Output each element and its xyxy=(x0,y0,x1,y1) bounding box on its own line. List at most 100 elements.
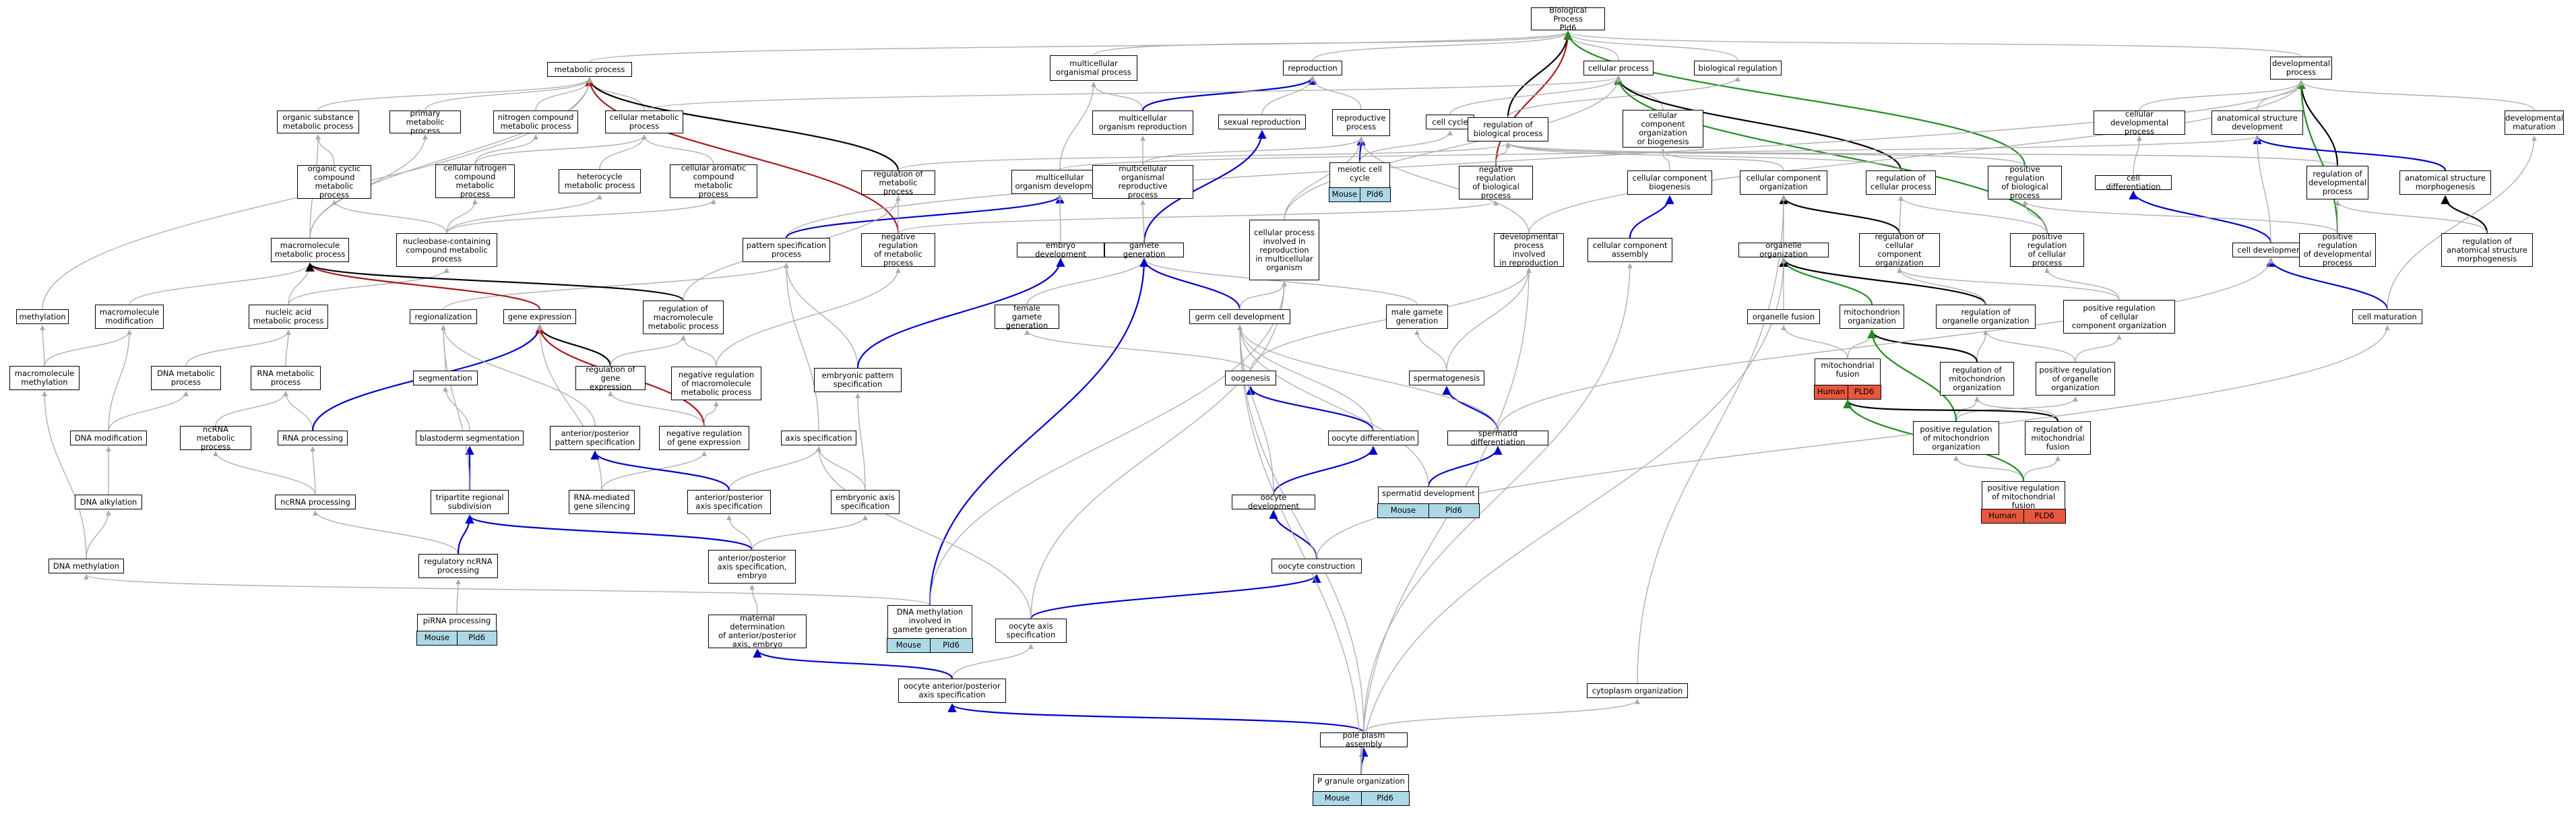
node-rna-processing[interactable]: RNA processing xyxy=(278,431,348,445)
node-germ-cell-dev[interactable]: germ cell development xyxy=(1189,309,1290,324)
node-cell-cycle[interactable]: cell cycle xyxy=(1426,115,1474,129)
node-methylation[interactable]: methylation xyxy=(16,309,69,324)
node-gamete-gen[interactable]: gamete generation xyxy=(1104,241,1184,259)
node-oogenesis[interactable]: oogenesis xyxy=(1225,371,1276,385)
node-reproduction[interactable]: reproduction xyxy=(1283,61,1342,75)
node-pole-plasm[interactable]: pole plasm assembly xyxy=(1320,731,1408,749)
node-sexual-repro[interactable]: sexual reproduction xyxy=(1218,115,1306,129)
node-dna-alkylation[interactable]: DNA alkylation xyxy=(75,495,142,509)
node-spermatogenesis[interactable]: spermatogenesis xyxy=(1409,371,1484,385)
node-gene-expr[interactable]: gene expression xyxy=(503,309,576,324)
node-segmentation[interactable]: segmentation xyxy=(413,371,478,385)
node-cell-dev[interactable]: cell development xyxy=(2232,243,2309,257)
node-oocyte-construction[interactable]: oocyte construction xyxy=(1271,559,1362,573)
node-embryo-dev[interactable]: embryo development xyxy=(1017,241,1104,259)
node-dna-mod[interactable]: DNA modification xyxy=(70,431,147,445)
node-ncrna-processing[interactable]: ncRNA processing xyxy=(275,495,356,509)
node-organelle-org[interactable]: organelle organization xyxy=(1738,241,1829,259)
node-cytoplasm-org[interactable]: cytoplasm organization xyxy=(1587,683,1688,698)
node-regionalization[interactable]: regionalization xyxy=(410,309,477,324)
node-organelle-fusion[interactable]: organelle fusion xyxy=(1747,309,1820,324)
node-oocyte-diff[interactable]: oocyte differentiation xyxy=(1328,431,1418,445)
node-cellular-process[interactable]: cellular process xyxy=(1583,61,1654,75)
node-cell-diff[interactable]: cell differentiation xyxy=(2095,174,2172,191)
node-metabolic[interactable]: metabolic process xyxy=(547,62,632,77)
node-blastoderm[interactable]: blastoderm segmentation xyxy=(416,431,524,445)
node-cell-maturation[interactable]: cell maturation xyxy=(2352,309,2422,324)
node-dna-methylation[interactable]: DNA methylation xyxy=(49,559,124,573)
node-bio-reg[interactable]: biological regulation xyxy=(1694,61,1782,75)
node-spermatid-diff[interactable]: spermatid differentiation xyxy=(1447,429,1548,447)
